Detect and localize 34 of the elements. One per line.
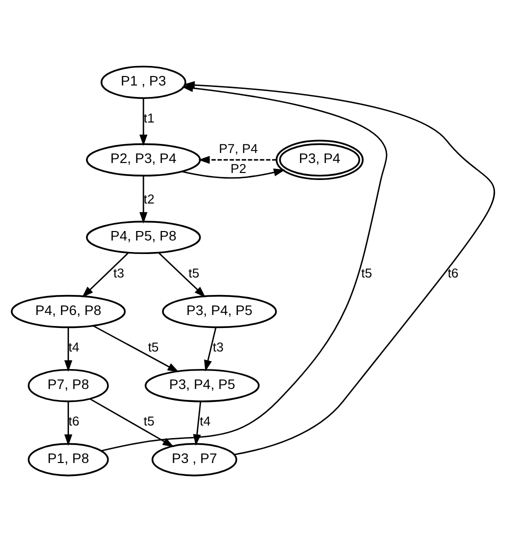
- edge-label: t4: [200, 413, 211, 428]
- arrow: [139, 98, 148, 146]
- edge-label: P2: [230, 160, 246, 176]
- arrow: [182, 168, 286, 178]
- edge-label: t5: [144, 413, 154, 428]
- edge-label: t5: [361, 264, 372, 280]
- node-ellipse: P4, P6, P8: [10, 294, 126, 328]
- arrow: [204, 326, 217, 372]
- node-ellipse: P3 , P7: [152, 442, 238, 476]
- node-ellipse: P4, P5, P8: [86, 220, 201, 254]
- node-ellipse: P3, P4: [276, 139, 364, 180]
- node-ellipse: P1, P8: [28, 442, 109, 476]
- arrow: [82, 252, 129, 297]
- edge-label: P7, P4: [218, 140, 258, 156]
- edge-label: t1: [144, 110, 154, 125]
- edge-label: t6: [448, 264, 458, 280]
- node-ellipse: P3, P4, P5: [144, 368, 260, 402]
- edge-label: t3: [212, 339, 224, 354]
- arrow: [64, 327, 72, 372]
- arrow: [64, 401, 72, 446]
- arrow: [139, 176, 148, 224]
- edge-label: t3: [113, 264, 124, 280]
- arrow: [158, 252, 206, 297]
- arrow: [183, 80, 495, 455]
- edge-label: t2: [144, 190, 154, 206]
- node-ellipse: P7, P8: [28, 368, 109, 402]
- node-ellipse: P2, P3, P4: [86, 142, 201, 176]
- node-ellipse: P1 , P3: [100, 65, 186, 98]
- arrow: [92, 324, 180, 372]
- node-ellipse: P3, P4, P5: [162, 294, 277, 328]
- arrow: [90, 398, 174, 447]
- edge-label: t5: [188, 264, 200, 280]
- arrow: [198, 155, 276, 164]
- edge-label: t5: [148, 339, 159, 354]
